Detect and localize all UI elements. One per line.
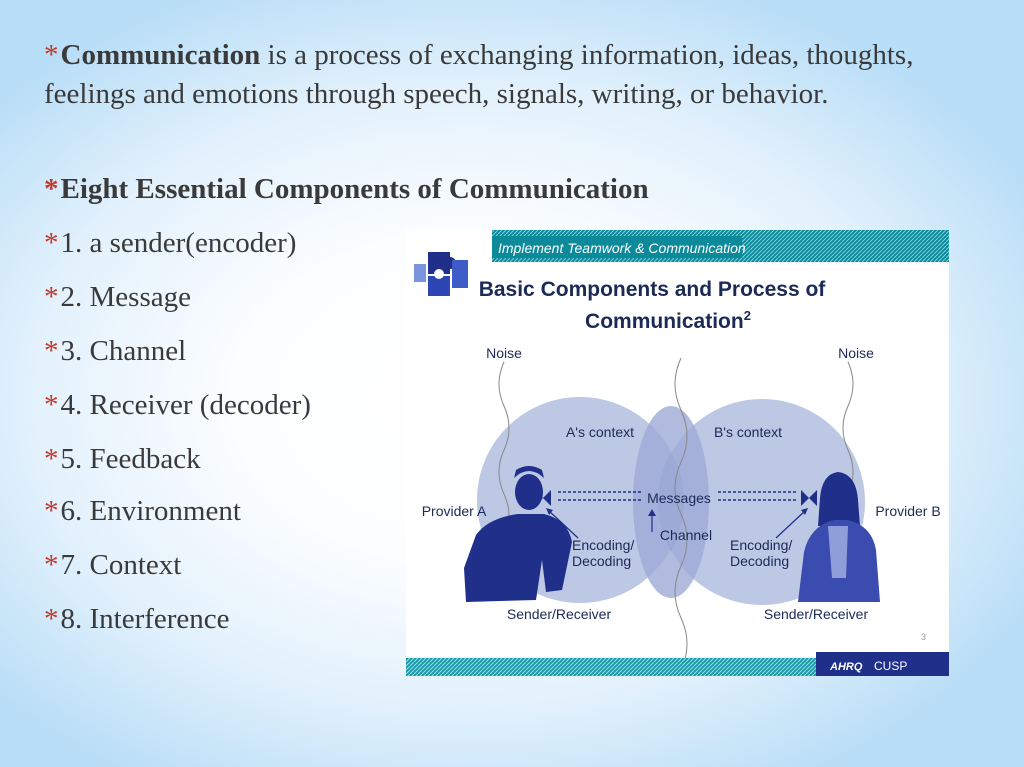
list-item: *5. Feedback <box>44 440 201 478</box>
noise-label-right: Noise <box>838 345 874 361</box>
bullet-star: * <box>44 389 59 421</box>
encoder-icon-left <box>535 490 551 506</box>
list-item-text: 2. Message <box>60 281 191 313</box>
bullet-star: * <box>44 549 59 581</box>
channel-label: Channel <box>660 527 712 543</box>
list-item-text: 8. Interference <box>60 603 230 635</box>
footer-bar <box>406 658 949 676</box>
header-banner-label-bg <box>492 236 742 258</box>
context-a-label: A's context <box>566 424 634 440</box>
sender-receiver-left: Sender/Receiver <box>507 606 612 622</box>
messages-lines <box>558 491 796 501</box>
ahrq-logo: AHRQ <box>829 661 863 673</box>
bullet-star: * <box>44 173 59 205</box>
page-number: 3 <box>921 632 926 642</box>
bullet-star: * <box>44 603 59 635</box>
diagram-title-superscript: 2 <box>744 308 751 323</box>
list-item-text: 7. Context <box>60 549 182 581</box>
list-item: *8. Interference <box>44 600 230 638</box>
definition-term: Communication <box>60 39 261 71</box>
communication-diagram: Implement Teamwork & Communication Basic… <box>406 230 949 676</box>
bullet-star: * <box>44 281 59 313</box>
cusp-logo: CUSP <box>874 659 907 673</box>
list-item-text: 1. a sender(encoder) <box>60 227 297 259</box>
list-item: *6. Environment <box>44 492 241 530</box>
definition-bullet: *Communication is a process of exchangin… <box>44 36 954 114</box>
bullet-star: * <box>44 335 59 367</box>
encoding-label-right: Encoding/Decoding <box>730 537 792 569</box>
list-item-text: 3. Channel <box>60 335 187 367</box>
noise-line-left <box>498 361 510 539</box>
noise-label-left: Noise <box>486 345 522 361</box>
bullet-star: * <box>44 227 59 259</box>
person-b-icon <box>798 472 880 602</box>
provider-a-label: Provider A <box>422 503 487 519</box>
messages-label: Messages <box>647 490 711 506</box>
sender-receiver-right: Sender/Receiver <box>764 606 869 622</box>
context-b-label: B's context <box>714 424 782 440</box>
diagram-title-line1: Basic Components and Process of <box>479 278 827 301</box>
diagram-title-word: Communication <box>585 310 744 333</box>
definition-text: is a process of exchanging information, … <box>44 39 914 110</box>
encoding-label-left: Encoding/Decoding <box>572 537 634 569</box>
heading-text: Eight Essential Components of Communicat… <box>60 173 649 205</box>
diagram-title-line2: Communication2 <box>585 308 751 333</box>
list-item-text: 6. Environment <box>60 495 241 527</box>
list-item-text: 4. Receiver (decoder) <box>60 389 311 421</box>
provider-b-label: Provider B <box>875 503 940 519</box>
list-item: *4. Receiver (decoder) <box>44 386 311 424</box>
list-item: *2. Message <box>44 278 191 316</box>
list-item-text: 5. Feedback <box>60 443 201 475</box>
list-item: *3. Channel <box>44 332 186 370</box>
bullet-star: * <box>44 495 59 527</box>
puzzle-logo-icon <box>414 252 468 296</box>
list-item: *1. a sender(encoder) <box>44 224 296 262</box>
components-heading: *Eight Essential Components of Communica… <box>44 170 649 208</box>
footer-logo-block <box>816 652 949 676</box>
bullet-star: * <box>44 443 59 475</box>
banner-text: Implement Teamwork & Communication <box>498 240 746 256</box>
bullet-star: * <box>44 39 59 71</box>
person-a-icon <box>464 466 572 602</box>
noise-line-center <box>674 357 688 671</box>
list-item: *7. Context <box>44 546 181 584</box>
encoder-icon-right <box>801 490 817 506</box>
